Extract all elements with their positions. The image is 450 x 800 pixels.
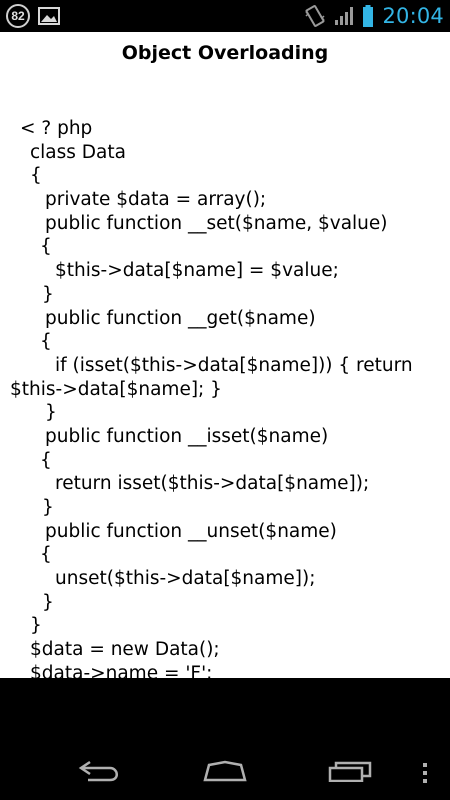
code-line: public function __set($name, $value) bbox=[45, 212, 388, 234]
code-line: { bbox=[30, 165, 42, 187]
code-line: } bbox=[45, 402, 57, 424]
code-line: $this->data[$name]; } bbox=[10, 378, 222, 400]
code-line: private $data = array(); bbox=[45, 189, 267, 211]
status-bar: 82 20:04 bbox=[0, 0, 450, 32]
code-line: class Data bbox=[30, 141, 126, 163]
code-line: $this->data[$name] = $value; bbox=[55, 260, 339, 282]
clock: 20:04 bbox=[382, 4, 444, 28]
code-line: public function __unset($name) bbox=[45, 520, 337, 542]
code-line: if (isset($this->data[$name])) { return bbox=[55, 354, 413, 376]
code-line: { bbox=[40, 236, 52, 258]
code-line: } bbox=[42, 283, 54, 305]
code-line: } bbox=[30, 615, 42, 637]
content-area[interactable]: Object Overloading < ? php class Data { … bbox=[0, 32, 450, 678]
code-line: } bbox=[42, 497, 54, 518]
image-icon bbox=[38, 7, 60, 25]
page-title: Object Overloading bbox=[121, 42, 329, 64]
back-icon[interactable] bbox=[78, 760, 122, 782]
battery-icon bbox=[363, 5, 374, 27]
code-line: $data->name = 'F'; bbox=[30, 662, 213, 678]
code-line: { bbox=[40, 449, 52, 471]
code-line: { bbox=[40, 331, 52, 353]
code-block: < ? php class Data { private $data = arr… bbox=[0, 117, 450, 678]
status-left: 82 bbox=[6, 4, 60, 28]
code-line: } bbox=[42, 591, 54, 613]
home-icon[interactable] bbox=[201, 760, 249, 782]
code-line: { bbox=[40, 544, 52, 566]
status-right: 20:04 bbox=[304, 0, 444, 32]
recent-apps-icon[interactable] bbox=[328, 760, 374, 782]
vibrate-icon bbox=[305, 5, 325, 27]
notification-count-icon: 82 bbox=[6, 4, 30, 28]
signal-icon bbox=[335, 7, 354, 25]
code-line: unset($this->data[$name]); bbox=[55, 568, 316, 590]
menu-icon[interactable] bbox=[421, 762, 429, 784]
code-line: $data = new Data(); bbox=[30, 639, 220, 661]
code-line: public function __isset($name) bbox=[45, 425, 329, 447]
code-line: < ? php bbox=[20, 118, 93, 139]
code-line: return isset($this->data[$name]); bbox=[55, 473, 370, 495]
navigation-bar bbox=[0, 678, 450, 800]
code-line: public function __get($name) bbox=[45, 307, 316, 329]
